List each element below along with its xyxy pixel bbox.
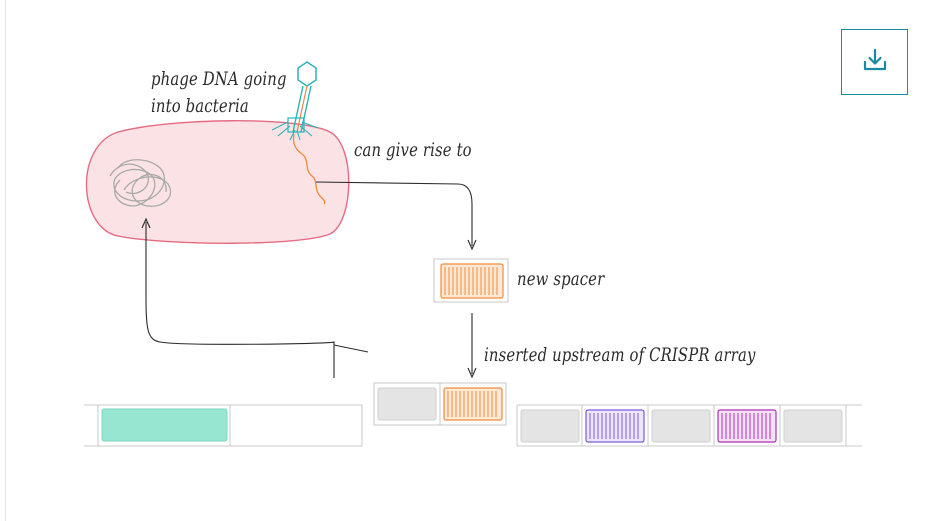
phage-label-line1: phage DNA going [151, 68, 287, 90]
download-icon [861, 46, 889, 78]
give-rise-label: can give rise to [354, 139, 472, 161]
inserted-label: inserted upstream of CRISPR array [484, 344, 756, 366]
new-spacer-block [433, 258, 509, 303]
phage-label-line2: into bacteria [151, 95, 249, 117]
phage-dna-strand [292, 133, 326, 205]
arrow-give-rise [315, 181, 473, 246]
bacteriophage [271, 61, 319, 141]
crispr-leader [84, 404, 363, 447]
bacterial-cell [85, 120, 350, 244]
inserted-repeat-spacer [373, 382, 507, 426]
bacterial-chromosome [109, 159, 172, 207]
download-button[interactable] [841, 29, 908, 95]
new-spacer-label: new spacer [517, 268, 605, 290]
arrow-feedback [145, 222, 335, 378]
crispr-array [516, 404, 862, 447]
